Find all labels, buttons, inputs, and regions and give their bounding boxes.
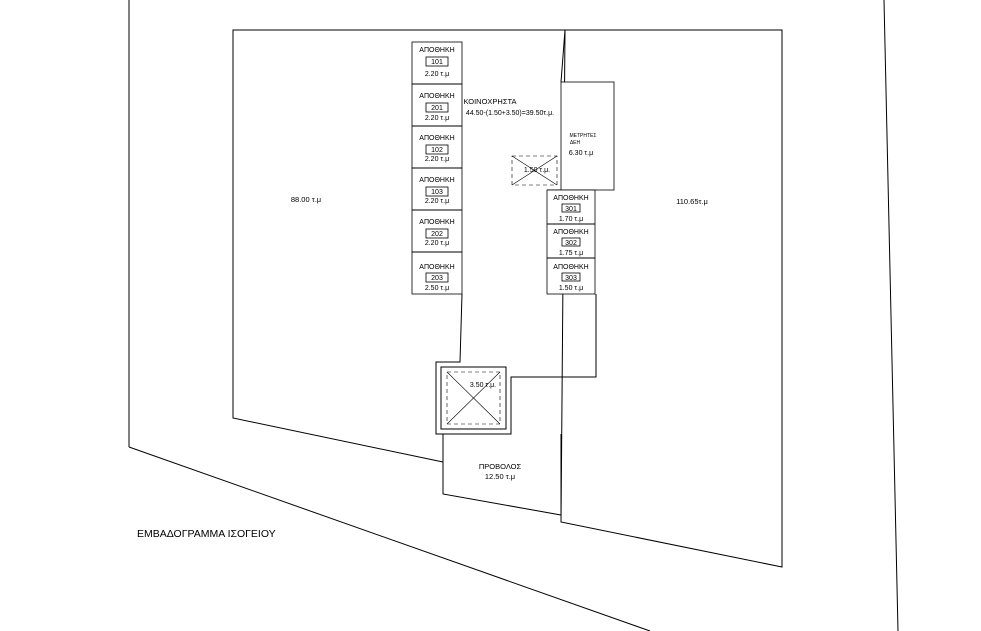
storage-area: 1.75 τ.μ	[559, 250, 583, 257]
left-unit-outline	[232, 29, 444, 463]
storage-right-column: ΑΠΟΘΗΚΗ 301 1.70 τ.μ ΑΠΟΘΗΚΗ 302 1.75 τ.…	[546, 189, 596, 295]
storage-label: ΑΠΟΘΗΚΗ	[553, 195, 588, 202]
left-unit-area: 88.00 τ.μ	[291, 195, 321, 204]
storage-number-box	[561, 237, 581, 247]
common-area-label: ΚΟΙΝΟΧΡΗΣΤΑ	[463, 97, 516, 106]
storage-area: 2.20 τ.μ	[425, 71, 449, 78]
storage-number: 202	[431, 231, 443, 238]
storage-label: ΑΠΟΘΗΚΗ	[553, 264, 588, 271]
plot-boundary	[128, 0, 899, 631]
storage-number: 102	[431, 147, 443, 154]
storage-label: ΑΠΟΘΗΚΗ	[553, 229, 588, 236]
storage-number: 101	[431, 59, 443, 66]
projection-area: 12.50 τ.μ	[485, 472, 515, 481]
storage-area: 1.50 τ.μ	[559, 285, 583, 292]
storage-label: ΑΠΟΘΗΚΗ	[419, 135, 454, 142]
small-shaft-area: 1.50 τ.μ.	[524, 167, 550, 174]
storage-label: ΑΠΟΘΗΚΗ	[419, 93, 454, 100]
large-shaft-area: 3.50 τ.μ.	[470, 382, 496, 389]
storage-number-box	[425, 186, 449, 197]
storage-label: ΑΠΟΘΗΚΗ	[419, 219, 454, 226]
right-unit-area: 110.65τ.μ	[676, 197, 708, 206]
drawing-title: ΕΜΒΑΔΟΓΡΑΜΜΑ ΙΣΟΓΕΙΟΥ	[137, 528, 276, 540]
meter-room-sublabel: ΔΕΗ	[570, 140, 581, 146]
storage-area: 2.20 τ.μ	[425, 115, 449, 122]
storage-number: 201	[431, 105, 443, 112]
common-area-formula: 44.50-(1.50+3.50)=39.50τ.μ.	[466, 110, 554, 117]
storage-number: 203	[431, 275, 443, 282]
storage-area: 2.50 τ.μ	[425, 285, 449, 292]
storage-label: ΑΠΟΘΗΚΗ	[419, 177, 454, 184]
small-shaft	[511, 155, 558, 186]
storage-label: ΑΠΟΘΗΚΗ	[419, 47, 454, 54]
storage-number-box	[425, 272, 449, 283]
projection-label: ΠΡΟΒΟΛΟΣ	[479, 462, 522, 471]
storage-number-box	[425, 56, 449, 67]
storage-area: 2.20 τ.μ	[425, 198, 449, 205]
large-shaft	[440, 366, 507, 430]
storage-area: 2.20 τ.μ	[425, 240, 449, 247]
right-unit-outline	[560, 29, 783, 568]
storage-area: 2.20 τ.μ	[425, 156, 449, 163]
storage-left-column: ΑΠΟΘΗΚΗ 101 2.20 τ.μ ΑΠΟΘΗΚΗ 201 2.20 τ.…	[411, 41, 463, 295]
storage-number-box	[425, 228, 449, 239]
storage-number: 303	[565, 275, 577, 282]
storage-number: 302	[565, 240, 577, 247]
projection-outline	[442, 434, 562, 516]
meter-room	[560, 81, 615, 191]
storage-number-box	[425, 144, 449, 155]
storage-number-box	[425, 102, 449, 113]
storage-area: 1.70 τ.μ	[559, 216, 583, 223]
storage-number: 103	[431, 189, 443, 196]
storage-label: ΑΠΟΘΗΚΗ	[419, 264, 454, 271]
storage-number-box	[561, 203, 581, 213]
storage-number-box	[561, 272, 581, 282]
meter-room-area: 6.30 τ.μ	[569, 150, 593, 157]
meter-room-label: ΜΕΤΡΗΤΕΣ	[570, 133, 597, 139]
storage-number: 301	[565, 206, 577, 213]
